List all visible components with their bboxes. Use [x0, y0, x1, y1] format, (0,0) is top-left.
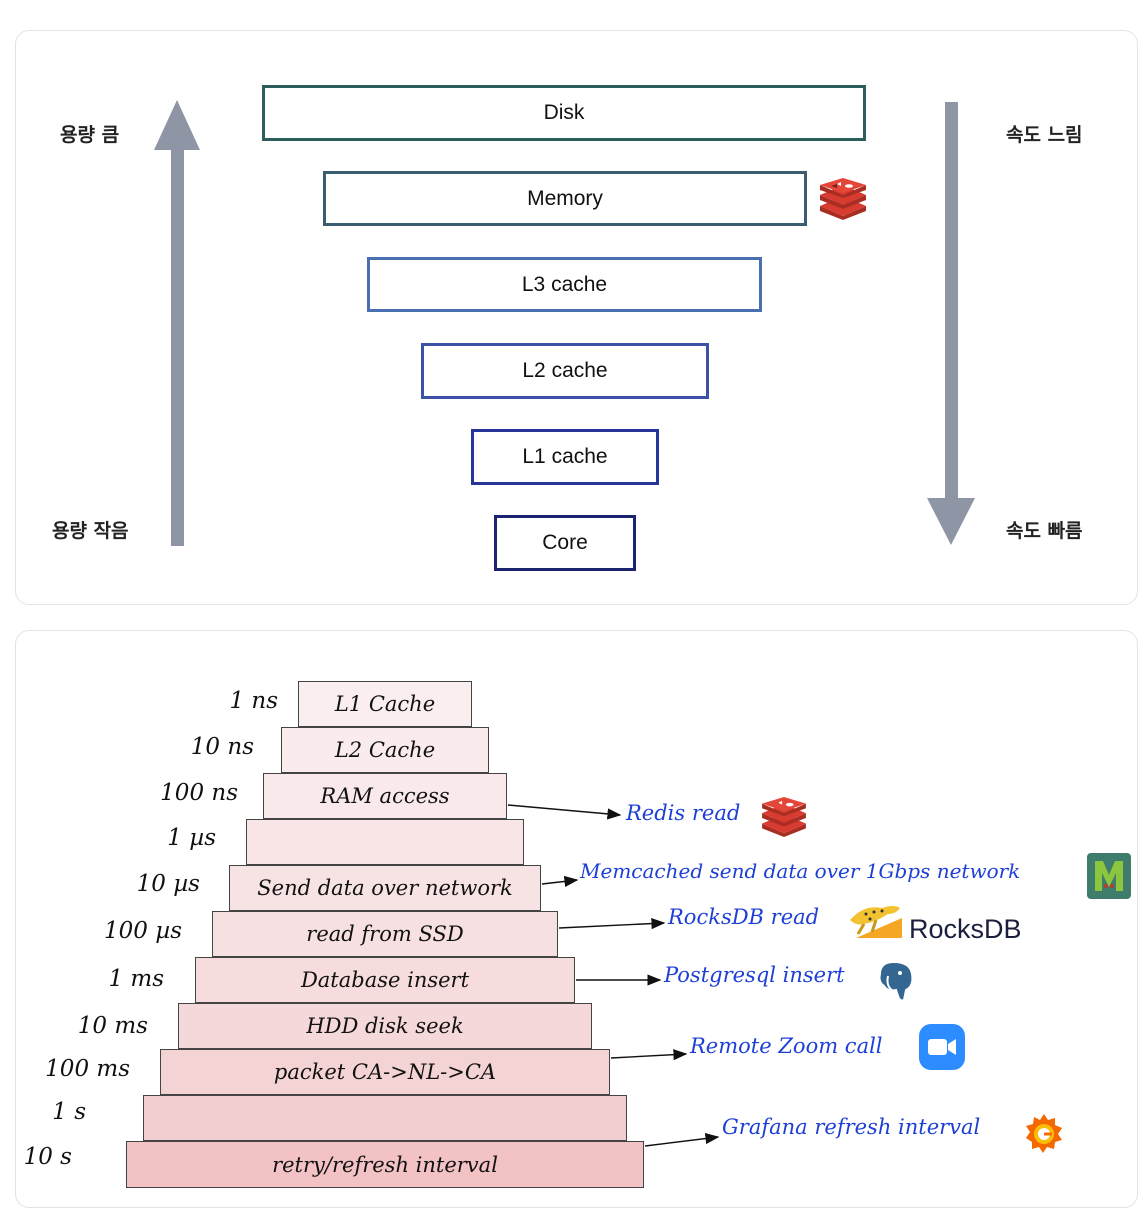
- postgresql-elephant-icon: [878, 960, 914, 1002]
- grafana-arrow: [644, 1132, 720, 1147]
- latency-label: 1 ns: [229, 688, 278, 714]
- core-box: Core: [494, 515, 636, 571]
- remote-zoom-call-annotation: Remote Zoom call: [690, 1034, 883, 1058]
- latency-label: 1 ms: [108, 966, 164, 992]
- memcached-arrow: [541, 875, 579, 887]
- step-packet-roundtrip: packet CA->NL->CA: [160, 1049, 610, 1095]
- zoom-arrow: [610, 1049, 688, 1061]
- latency-label: 100 ms: [45, 1056, 130, 1082]
- capacity-up-arrow: [154, 100, 200, 546]
- latency-label: 1 s: [52, 1099, 86, 1125]
- rocksdb-read-annotation: RocksDB read: [668, 905, 820, 929]
- l2-cache-box: L2 cache: [421, 343, 709, 399]
- zoom-camera-icon: [919, 1024, 965, 1070]
- capacity-large-label: 용량 큼: [60, 124, 120, 146]
- step-hdd-disk-seek: HDD disk seek: [178, 1003, 592, 1049]
- redis-logo-icon: [820, 178, 866, 220]
- step-l1-cache: L1 Cache: [298, 681, 472, 727]
- latency-label: 10 ms: [77, 1013, 148, 1039]
- step-database-insert: Database insert: [195, 957, 575, 1003]
- step-ram-access: RAM access: [263, 773, 507, 819]
- capacity-small-label: 용량 작음: [52, 520, 129, 542]
- latency-label: 1 µs: [167, 825, 216, 851]
- rocksdb-cheetah-icon: [850, 906, 902, 938]
- step-l2-cache: L2 Cache: [281, 727, 489, 773]
- step-read-from-ssd: read from SSD: [212, 911, 558, 957]
- l3-cache-box: L3 cache: [367, 257, 762, 312]
- redis-logo-icon: [762, 797, 806, 837]
- hierarchy-arrows: [154, 100, 975, 546]
- l1-cache-box: L1 cache: [471, 429, 659, 485]
- redis-arrow: [507, 804, 622, 820]
- latency-label: 100 µs: [104, 918, 182, 944]
- grafana-logo-icon: [1026, 1114, 1062, 1153]
- redis-read-annotation: Redis read: [626, 801, 741, 825]
- step-send-data-over-network: Send data over network: [229, 865, 541, 911]
- latency-label: 10 ns: [190, 734, 254, 760]
- speed-fast-label: 속도 빠름: [1006, 520, 1083, 542]
- speed-down-arrow: [927, 102, 975, 545]
- memory-box: Memory: [323, 171, 807, 226]
- latency-label: 100 ns: [160, 780, 238, 806]
- latency-label: 10 µs: [136, 871, 200, 897]
- speed-slow-label: 속도 느림: [1006, 124, 1083, 146]
- rocksdb-arrow: [558, 918, 666, 930]
- grafana-refresh-annotation: Grafana refresh interval: [722, 1115, 981, 1139]
- step-retry-refresh-interval: retry/refresh interval: [126, 1141, 644, 1188]
- memcached-annotation: Memcached send data over 1Gbps network: [580, 859, 1021, 883]
- rocksdb-brand-text: RocksDB: [909, 914, 1022, 944]
- step-1-us: [246, 819, 524, 865]
- memcached-logo-icon: [1087, 853, 1131, 899]
- latency-label: 10 s: [23, 1144, 72, 1170]
- disk-box: Disk: [262, 85, 866, 141]
- step-1-s: [143, 1095, 627, 1141]
- postgresql-insert-annotation: Postgresql insert: [664, 963, 845, 987]
